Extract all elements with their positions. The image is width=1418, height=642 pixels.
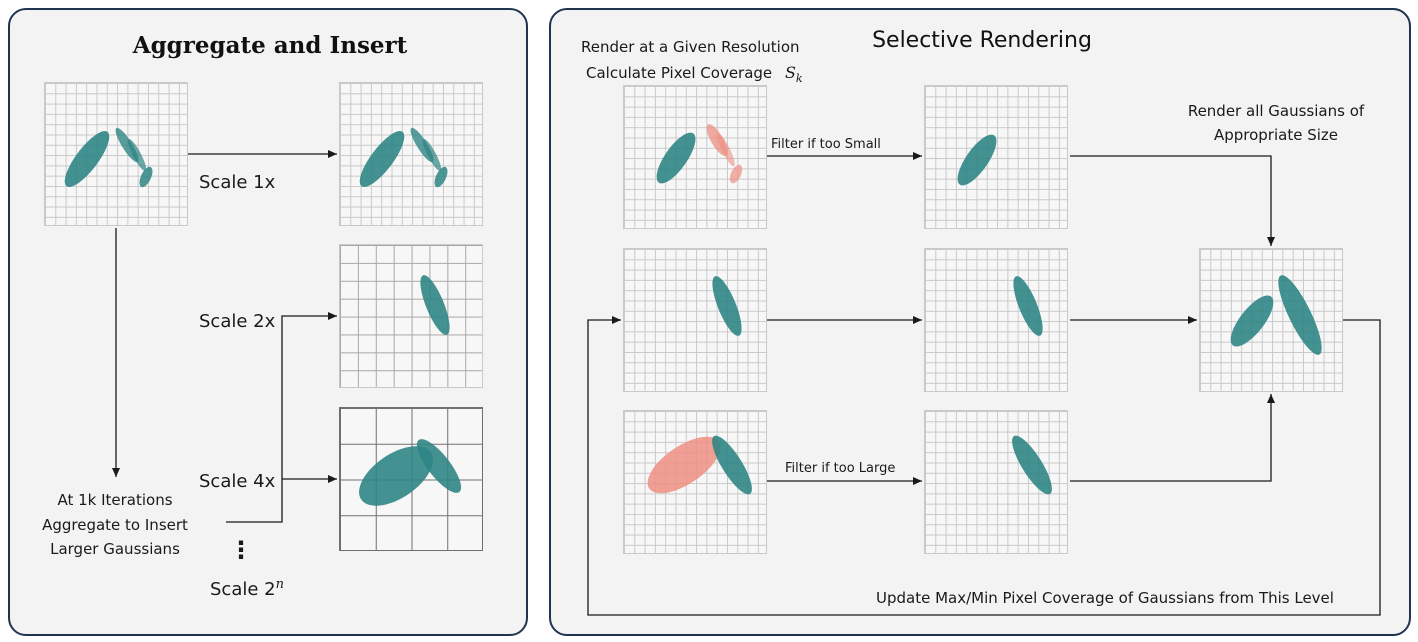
scale-2x-grid [339, 244, 483, 388]
scale-2n-base: Scale 2 [210, 579, 276, 600]
filtered-small-grid [924, 85, 1068, 229]
coverage-caption-text: Calculate Pixel Coverage [586, 64, 773, 82]
scale-2x-label: Scale 2x [199, 311, 276, 332]
panel-title: Selective Rendering [872, 28, 1092, 53]
gaussian-blob-group [656, 124, 743, 184]
aggregate-line: At 1k Iterations [57, 491, 173, 509]
aggregate-caption: At 1k Iterations Aggregate to Insert Lar… [22, 488, 208, 562]
gaussian-blob-group [420, 275, 450, 335]
scale-2n-label: Scale 2n [210, 577, 284, 600]
render-all-line: Render all Gaussians of [1187, 102, 1365, 120]
render-all-caption: Render all Gaussians of Appropriate Size [1168, 99, 1384, 147]
filter-small-label: Filter if too Small [771, 137, 881, 152]
filter-large-label: Filter if too Large [785, 461, 896, 476]
filtered-large-grid [924, 410, 1068, 554]
scale-4x-grid [339, 407, 483, 551]
render-level-grid-top [623, 85, 767, 229]
coverage-symbol-base: S [784, 63, 796, 82]
render-caption-line1: Render at a Given Resolution [581, 38, 800, 56]
render-all-line: Appropriate Size [1213, 126, 1339, 144]
input-gaussians-grid [44, 82, 188, 226]
gaussian-blob-group [957, 134, 997, 186]
coverage-symbol-subscript: k [795, 72, 803, 86]
scale-1x-label: Scale 1x [199, 172, 276, 193]
passthrough-grid [924, 248, 1068, 392]
gaussian-blob-group [647, 435, 752, 495]
render-level-grid-middle [623, 248, 767, 392]
final-render-grid [1199, 248, 1343, 392]
update-caption: Update Max/Min Pixel Coverage of Gaussia… [876, 589, 1334, 607]
aggregate-line: Larger Gaussians [50, 540, 180, 558]
gaussian-blob-group [64, 127, 153, 188]
render-level-grid-bottom [623, 410, 767, 554]
gaussian-blob-group [1013, 276, 1043, 336]
gaussian-blob-group [712, 276, 742, 336]
scale-2n-exponent: n [275, 577, 284, 592]
render-caption-line2: Calculate Pixel Coverage Sk [586, 63, 803, 85]
scale-1x-grid [339, 82, 483, 226]
ellipsis-label: ⋮ [229, 536, 253, 564]
gaussian-blob-group [1230, 275, 1322, 355]
gaussian-blob-group [359, 127, 448, 188]
gaussian-blob-group [1012, 435, 1052, 495]
aggregate-line: Aggregate to Insert [42, 515, 188, 534]
coverage-symbol: Sk [784, 63, 803, 86]
gaussian-blob-group [359, 439, 462, 506]
scale-4x-label: Scale 4x [199, 471, 276, 492]
panel-title: Aggregate and Insert [132, 32, 408, 59]
